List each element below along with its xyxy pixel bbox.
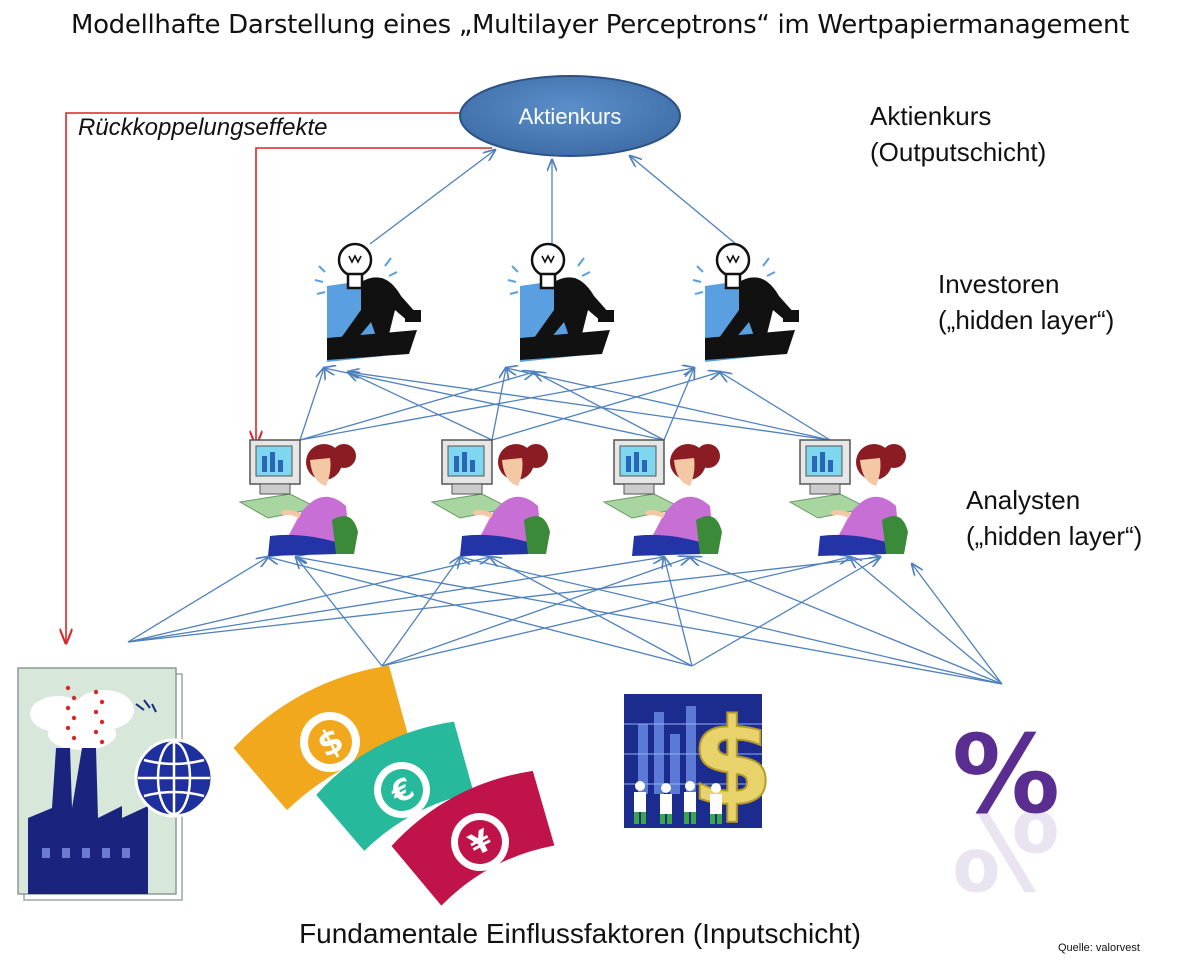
connection-arrow bbox=[127, 557, 664, 643]
feedback-lines bbox=[66, 112, 492, 643]
connection-arrow bbox=[491, 372, 720, 441]
analysts-layer-line1: Analysten bbox=[966, 485, 1081, 515]
connection-arrow bbox=[299, 368, 324, 441]
percent-icon: % % bbox=[952, 713, 1060, 911]
currency-symbols-icon: $ € ¥ bbox=[233, 665, 555, 906]
output-node-label: Aktienkurs bbox=[519, 104, 622, 129]
connection-arrow bbox=[534, 372, 665, 441]
source-note: Quelle: valorvest bbox=[1058, 942, 1140, 954]
connection-arrow bbox=[460, 557, 1003, 685]
output-layer-line1: Aktienkurs bbox=[870, 101, 992, 131]
page-title: Modellhafte Darstellung eines „Multilaye… bbox=[70, 10, 1130, 40]
connection-arrow bbox=[127, 557, 268, 643]
svg-text:%: % bbox=[952, 713, 1060, 838]
connection-arrow bbox=[720, 372, 831, 441]
connection-arrow bbox=[381, 557, 460, 667]
connection-arrow bbox=[381, 557, 690, 667]
connection-arrow bbox=[690, 557, 1003, 685]
analysts-layer-label: Analysten („hidden layer“) bbox=[966, 482, 1142, 554]
output-layer-label: Aktienkurs (Outputschicht) bbox=[870, 98, 1046, 170]
output-node: Aktienkurs bbox=[459, 75, 681, 157]
connection-arrow bbox=[268, 557, 693, 667]
dollar-chart-people-icon: $ bbox=[624, 693, 775, 834]
connection-arrow bbox=[506, 368, 831, 441]
investor-icon bbox=[692, 242, 799, 362]
analyst-icon bbox=[602, 439, 722, 556]
connection-arrow bbox=[691, 557, 880, 667]
connection-arrow bbox=[296, 557, 383, 667]
connection-arrow bbox=[127, 557, 880, 643]
connection-arrow bbox=[296, 557, 1003, 685]
connection-arrow bbox=[381, 557, 850, 667]
factory-globe-icon bbox=[17, 667, 214, 901]
connection-arrow bbox=[348, 372, 831, 441]
connection-arrow bbox=[630, 156, 737, 245]
investors-layer-line1: Investoren bbox=[938, 269, 1060, 299]
connection-arrow bbox=[299, 372, 534, 441]
analyst-icon bbox=[788, 439, 908, 556]
input-layer-label: Fundamentale Einflussfaktoren (Inputschi… bbox=[299, 918, 861, 949]
investor-icon bbox=[507, 242, 614, 362]
investors-layer-label: Investoren („hidden layer“) bbox=[938, 266, 1114, 338]
svg-text:$: $ bbox=[690, 694, 774, 833]
analysts-layer-line2: („hidden layer“) bbox=[966, 521, 1143, 551]
connection-arrow bbox=[490, 557, 693, 667]
connection-arrow bbox=[491, 368, 506, 441]
feedback-label: Rückkoppelungseffekte bbox=[78, 114, 328, 141]
svg-text:%: % bbox=[952, 786, 1060, 911]
connection-arrow bbox=[324, 368, 665, 441]
connection-arrow bbox=[348, 372, 493, 441]
analyst-icon bbox=[430, 439, 550, 556]
connection-arrow bbox=[127, 557, 490, 643]
connection-arrows bbox=[127, 150, 1003, 685]
analyst-icon bbox=[238, 439, 358, 556]
connection-arrow bbox=[369, 150, 495, 245]
investor-icon bbox=[314, 242, 421, 362]
output-layer-line2: (Outputschicht) bbox=[870, 137, 1047, 167]
connection-arrow bbox=[912, 564, 1003, 685]
connection-arrow bbox=[664, 557, 693, 667]
connection-arrow bbox=[850, 557, 1003, 685]
connection-arrow bbox=[663, 368, 694, 441]
investors-layer-line2: („hidden layer“) bbox=[938, 305, 1115, 335]
